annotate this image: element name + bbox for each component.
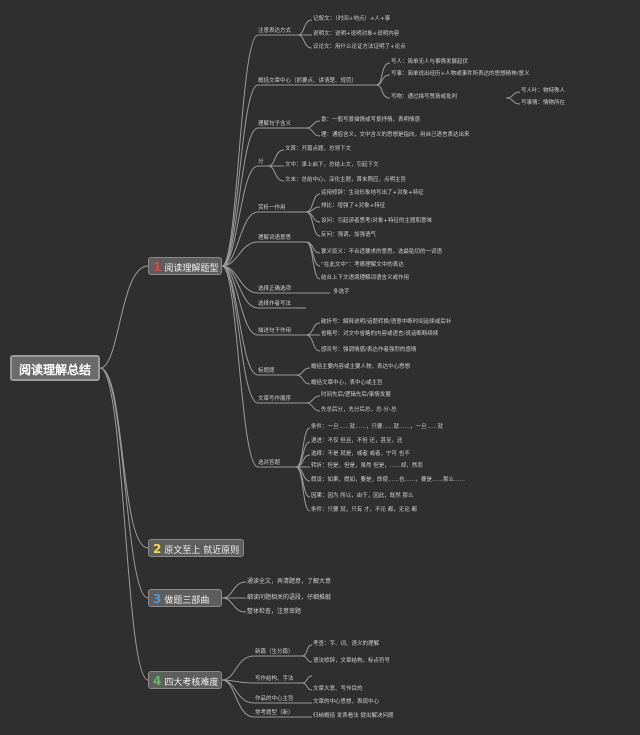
detail-node[interactable]: 选择：不是 就是，或者 或者，宁可 也不 [311, 451, 410, 457]
detail-node[interactable]: 理：通俗含义，文中含义的思想是指向，用自己语言表达出来 [321, 132, 470, 138]
detail-node[interactable]: 景：一般写景描情或写景抒情，表明情感 [321, 117, 421, 123]
branch-number: 4 [153, 674, 162, 688]
type-node[interactable]: 描述句子作用 [258, 328, 292, 334]
detail-node[interactable]: 写事：简单说出经历+人物或事件所表达的思想精神/意义 [391, 71, 530, 77]
detail-node[interactable]: 文章大意、写作目的 [313, 686, 363, 692]
detail-node[interactable]: 排比：增强了+对象+特征 [321, 203, 386, 209]
type-node[interactable]: 理解句子含义 [258, 121, 292, 127]
detail-node[interactable]: 结合上下文语境理解词语含义或作用 [321, 275, 410, 281]
branch-number: 2 [153, 542, 162, 556]
detail-node[interactable]: 概括主要内容或主要人物，表达中心思想 [311, 364, 411, 370]
type-node[interactable]: 选对答题 [258, 460, 281, 466]
detail-node[interactable]: 说明文：说明+说明对象+说明内容 [313, 31, 400, 37]
detail-node[interactable]: 运用修辞：生动形象地写出了+对象+特征 [321, 190, 424, 196]
detail-node[interactable]: 归纳概括 发表看法 提出解决问题 [313, 713, 394, 719]
detail-node[interactable]: 先总后分，先分后总，总-分-总 [321, 407, 397, 413]
detail-node[interactable]: 写事情：情物所在 [521, 100, 566, 106]
step-node[interactable]: 细读问题相关的语段，仔细推敲 [247, 594, 332, 601]
type-node[interactable]: 分 [258, 159, 264, 165]
detail-node[interactable]: 语法修辞，文章结构，标点符号 [313, 658, 391, 664]
detail-node[interactable]: 概括文章中心，表中心或主旨 [311, 380, 383, 386]
type-node[interactable]: 理解词语意思 [258, 235, 292, 241]
branch-label: 阅读理解题型 [164, 264, 219, 274]
difficulty-node[interactable]: 写作结构、手法 [255, 676, 294, 682]
difficulty-node[interactable]: 常考题型（新） [255, 710, 294, 716]
detail-node[interactable]: 因果：因为 所以，由于，因此，既然 那么 [311, 493, 414, 499]
detail-node[interactable]: 多选字 [333, 289, 350, 295]
difficulty-node[interactable]: 新篇（生分篇） [255, 649, 294, 655]
type-node[interactable]: 概括文章中心（抓要点、讲清楚、规范） [258, 78, 358, 84]
detail-node[interactable]: “在此文中”：考察理解文中的表达 [321, 262, 404, 268]
detail-node[interactable]: 褒义贬义：不合适要求的意思，选最贴切的一词语 [321, 249, 443, 255]
detail-node[interactable]: 时间先后/逻辑先后/事情发展 [321, 392, 391, 398]
detail-node[interactable]: 省略号：对文中省略的内容或语言/说话断断续续 [321, 331, 439, 337]
detail-node[interactable]: 议论文：用什么论证方法证明了+论点 [313, 44, 406, 50]
detail-node[interactable]: 考查：字、词、语义的理解 [313, 641, 380, 647]
detail-node[interactable]: 转折：但是，但是，虽然 但是，……却，然而 [311, 463, 423, 469]
detail-node[interactable]: 条件：一旦……就……，只要……就……，一旦……就 [311, 424, 444, 430]
detail-node[interactable]: 写物：通过描写赞扬或批判 [391, 94, 458, 100]
type-node[interactable]: 选择作者写法 [258, 301, 292, 307]
branch-number: 3 [153, 592, 162, 606]
detail-node[interactable]: 感叹号：强调情感/表达作者强烈的感情 [321, 347, 417, 353]
difficulty-node[interactable]: 作品的中心主旨 [255, 696, 294, 702]
step-node[interactable]: 通读全文，弄清题意，了解大意 [247, 578, 332, 585]
root-node[interactable]: 阅读理解总结 [10, 355, 100, 381]
branch-label: 原文至上 就近原则 [164, 546, 240, 556]
detail-node[interactable]: 假设：如果，假如，要是，即使……也……，要是……那么…… [311, 477, 466, 483]
detail-node[interactable]: 文末：总结中心，深化主题，首末照应，点明主旨 [285, 177, 407, 183]
type-node[interactable]: 赏析一作用 [258, 205, 286, 211]
branch-label: 做题三部曲 [164, 596, 210, 606]
type-node[interactable]: 文章写作顺序 [258, 396, 292, 402]
detail-node[interactable]: 文章的中心思想，表现中心 [313, 699, 380, 705]
detail-node[interactable]: 递进：不仅 但且，不但 还，甚至，还 [311, 438, 403, 444]
detail-node[interactable]: 写人：简单无人与事情发展起伏 [391, 59, 469, 65]
branch-label: 四大考核难度 [164, 678, 219, 688]
detail-node[interactable]: 条件：只要 就，只有 才，不论 都，无论 都 [311, 507, 417, 513]
detail-node[interactable]: 文首：开篇点题，总领下文 [285, 146, 352, 152]
detail-node[interactable]: 文中：承上启下，总结上文，引起下文 [285, 162, 379, 168]
detail-node[interactable]: 反问：强调，加强语气 [321, 232, 377, 238]
type-node[interactable]: 标题题 [258, 368, 275, 374]
type-node[interactable]: 选择正确选项 [258, 286, 292, 292]
type-node[interactable]: 注意表达方式 [258, 28, 292, 34]
detail-node[interactable]: 记叙文：（时间+地点）+人+事 [313, 16, 391, 22]
detail-node[interactable]: 破折号：解释说明/话题转换/语意中断时间延续或后补 [321, 319, 452, 325]
step-node[interactable]: 整体检查，注意审题 [247, 608, 302, 615]
detail-node[interactable]: 写人叶：物特殊人 [521, 88, 566, 94]
branch-number: 1 [153, 260, 162, 274]
detail-node[interactable]: 设问：引起读者思考/对象+特征的主题和意味 [321, 218, 432, 224]
